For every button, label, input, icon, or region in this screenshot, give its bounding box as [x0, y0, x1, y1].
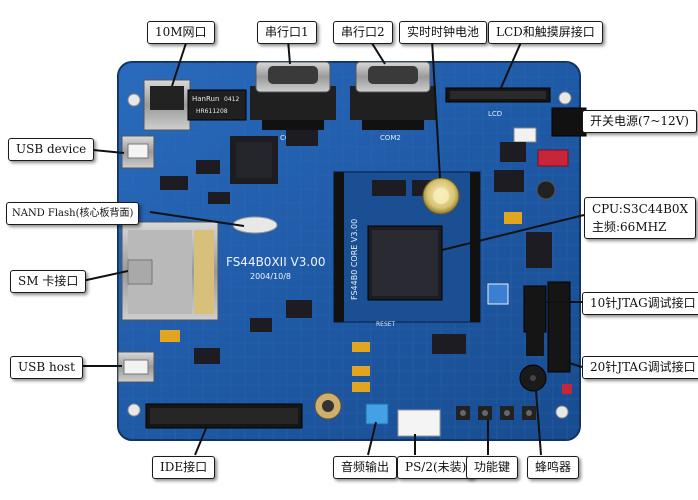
serial-port-1: COM1: [250, 61, 336, 142]
function-keys: [456, 406, 536, 420]
leader-lines: [80, 39, 585, 456]
ide-connector: [145, 403, 303, 429]
serial-port-2: COM2: [350, 61, 436, 142]
serial2-label: 串行口2: [333, 21, 393, 44]
rj45-code1-text: 0412: [224, 96, 239, 103]
ics-left: [160, 130, 318, 234]
leader-buzzer: [535, 389, 542, 456]
leader-serial1: [287, 39, 291, 65]
usb-device-label: USB device: [8, 138, 95, 161]
nand-flash-label: NAND Flash(核心板背面): [6, 202, 140, 225]
leader-ide: [194, 425, 208, 456]
ethernet-jack: HanRun 0412 HR611208: [143, 79, 247, 131]
leader-sm: [81, 270, 129, 282]
jtag10-label: 10针JTAG调试接口: [582, 292, 698, 315]
leader-ethernet: [171, 39, 188, 87]
leader-nand: [149, 211, 245, 227]
reset-silk: RESET: [376, 321, 396, 328]
leader-lcd: [499, 39, 523, 91]
model-silk: FS44B0XII V3.00: [226, 255, 326, 269]
audio-out-label: 音频输出: [333, 456, 398, 479]
ethernet-label: 10M网口: [147, 21, 215, 44]
lcd-silk: LCD: [488, 110, 502, 118]
function-keys-label: 功能键: [466, 456, 519, 479]
power-label: 开关电源(7~12V): [582, 110, 697, 133]
date-silk: 2004/10/8: [250, 272, 291, 281]
usb-host-jack: [117, 351, 155, 383]
sm-card-slot: [121, 221, 219, 321]
audio-jack: [314, 392, 389, 425]
lcd-header: LCD: [445, 87, 551, 118]
jtag20-label: 20针JTAG调试接口: [582, 356, 698, 379]
serial1-label: 串行口1: [257, 21, 317, 44]
usb-host-label: USB host: [10, 356, 83, 379]
ide-label: IDE接口: [152, 456, 216, 479]
sm-card-label: SM 卡接口: [10, 270, 87, 293]
ps2-label: PS/2(未装): [397, 456, 475, 479]
ics-lower: RESET: [160, 300, 466, 392]
com2-silk: COM2: [380, 134, 401, 142]
cpu-label-line2: 主频:66MHZ: [592, 220, 667, 234]
rj45-code2-text: HR611208: [196, 108, 228, 115]
power-jack: [513, 107, 587, 167]
cpu-label: CPU:S3C44B0X 主频:66MHZ: [584, 197, 697, 239]
leader-cpu: [441, 214, 585, 251]
usb-device-jack: [121, 135, 155, 169]
rtc-battery-label: 实时时钟电池: [399, 21, 488, 44]
ps2-connector: [397, 409, 441, 437]
jtag-headers: [523, 281, 571, 373]
buzzer-label: 蜂鸣器: [527, 456, 580, 479]
leader-battery: [431, 39, 441, 179]
lcd-touch-label: LCD和触摸屏接口: [488, 21, 603, 44]
leader-audio: [367, 421, 377, 456]
buzzer: [519, 364, 572, 394]
leader-jtag20: [565, 361, 583, 368]
rtc-battery: [422, 177, 460, 215]
ics-right: [487, 142, 556, 305]
core-silk: FS44B0 CORE V3.00: [350, 219, 359, 300]
cpu-label-line1: CPU:S3C44B0X: [592, 202, 689, 216]
rj45-brand-text: HanRun: [192, 95, 219, 103]
leader-serial2: [369, 39, 386, 65]
